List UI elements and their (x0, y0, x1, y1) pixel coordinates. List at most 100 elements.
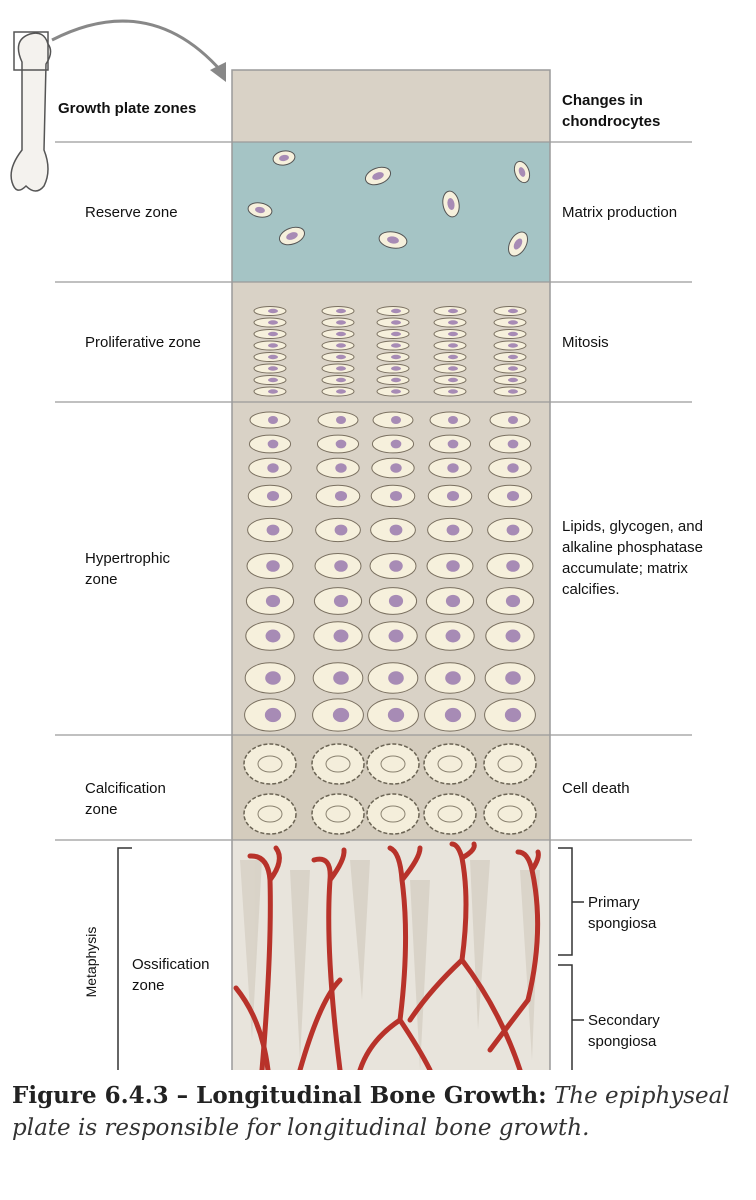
proliferative-cell (493, 317, 527, 328)
femur-thumbnail-icon (10, 31, 52, 192)
hypertrophic-cell (488, 434, 532, 454)
calcified-cell (311, 743, 365, 785)
hypertrophic-cell (488, 457, 532, 479)
proliferative-cell (321, 352, 355, 362)
zone-dividers (55, 141, 692, 841)
calcified-cell (243, 743, 297, 785)
proliferative-zone-cells (253, 306, 527, 397)
figure-caption: Figure 6.4.3 – Longitudinal Bone Growth:… (12, 1080, 732, 1144)
reserve-zone-label: Reserve zone (85, 204, 178, 221)
hypertrophic-cell (248, 457, 292, 479)
hypertrophic-cell (313, 587, 363, 615)
calcification-zone-label: Calcification zone (85, 780, 166, 818)
proliferative-cell (493, 306, 527, 316)
hypertrophic-cell (247, 484, 293, 508)
primary-spongiosa-label: Primary spongiosa (588, 894, 657, 932)
hypertrophic-cell (370, 484, 416, 508)
reserve-zone-change: Matrix production (562, 204, 678, 221)
calcified-cell (423, 743, 477, 785)
zoom-arrow (51, 19, 224, 73)
caption-title: Figure 6.4.3 – Longitudinal Bone Growth: (12, 1082, 547, 1109)
hypertrophic-cell (424, 698, 476, 732)
calcification-zone-cells (243, 743, 537, 835)
calcified-cell (366, 743, 420, 785)
proliferative-cell (321, 363, 355, 374)
proliferative-cell (253, 306, 287, 316)
proliferative-cell (253, 317, 287, 328)
calcified-cell (311, 793, 365, 835)
hypertrophic-cell (427, 484, 473, 508)
hypertrophic-cell (248, 434, 292, 454)
proliferative-cell (433, 352, 467, 362)
growth-plate-zones-header: Growth plate zones (58, 100, 197, 117)
hypertrophic-cell (315, 484, 361, 508)
proliferative-cell (253, 340, 287, 351)
proliferative-zone-label: Proliferative zone (85, 334, 201, 351)
ossification-zone-label: Ossification zone (132, 956, 210, 994)
header-band (232, 70, 550, 142)
hypertrophic-cell (426, 553, 474, 579)
proliferative-cell (253, 375, 287, 385)
hypertrophic-cell (314, 553, 362, 579)
proliferative-cell (253, 386, 287, 397)
metaphysis-label: Metaphysis (83, 927, 99, 998)
calcified-cell (483, 793, 537, 835)
proliferative-cell (376, 386, 410, 397)
calcified-cell (483, 743, 537, 785)
hypertrophic-cell (485, 587, 535, 615)
hypertrophic-cell (486, 553, 534, 579)
proliferative-cell (253, 363, 287, 374)
proliferative-cell (376, 352, 410, 362)
hypertrophic-cell (367, 698, 419, 732)
hypertrophic-cell (371, 457, 415, 479)
hypertrophic-cell (425, 587, 475, 615)
hypertrophic-cell (312, 662, 364, 694)
proliferative-cell (433, 375, 467, 385)
proliferative-cell (321, 340, 355, 351)
proliferative-cell (376, 363, 410, 374)
hypertrophic-cell (249, 411, 291, 429)
caption-text: The epiphyseal plate is responsible for … (12, 1083, 730, 1141)
hypertrophic-cell (244, 662, 296, 694)
calcification-zone-change: Cell death (562, 780, 630, 797)
proliferative-cell (493, 375, 527, 385)
ossification-zone-band (232, 840, 550, 1070)
proliferative-cell (376, 340, 410, 351)
primary-spongiosa-bracket (558, 847, 573, 956)
hypertrophic-cell (367, 662, 419, 694)
hypertrophic-cell (316, 434, 360, 454)
hypertrophic-cell (246, 553, 294, 579)
hypertrophic-cell (368, 587, 418, 615)
proliferative-cell (493, 386, 527, 397)
secondary-spongiosa-bracket (558, 964, 573, 1070)
hypertrophic-cell (424, 662, 476, 694)
hypertrophic-cell (427, 517, 473, 543)
proliferative-cell (321, 386, 355, 397)
proliferative-cell (433, 329, 467, 339)
secondary-spongiosa-label: Secondary spongiosa (588, 1012, 660, 1050)
reserve-zone-cells (247, 150, 531, 257)
zoom-box (13, 31, 49, 71)
trabecular-bone (240, 860, 540, 1070)
hypertrophic-cell (244, 698, 296, 732)
hypertrophic-zone-label: Hypertrophic zone (85, 550, 171, 588)
proliferative-cell (433, 386, 467, 397)
proliferative-cell (376, 317, 410, 328)
hypertrophic-cell (315, 517, 361, 543)
growth-plate-diagram: Metaphysis (10, 19, 692, 1070)
calcified-cell (243, 793, 297, 835)
hypertrophic-cell (370, 517, 416, 543)
hypertrophic-cell (484, 662, 536, 694)
proliferative-cell (321, 306, 355, 316)
hypertrophic-cell (316, 457, 360, 479)
proliferative-cell (433, 317, 467, 328)
proliferative-cell (433, 340, 467, 351)
hypertrophic-cell (487, 484, 533, 508)
proliferative-cell (321, 375, 355, 385)
proliferative-cell (433, 363, 467, 374)
hypertrophic-cell (425, 621, 475, 651)
proliferative-cell (493, 340, 527, 351)
hypertrophic-cell (312, 698, 364, 732)
proliferative-cell (253, 352, 287, 362)
hypertrophic-cell (245, 621, 295, 651)
